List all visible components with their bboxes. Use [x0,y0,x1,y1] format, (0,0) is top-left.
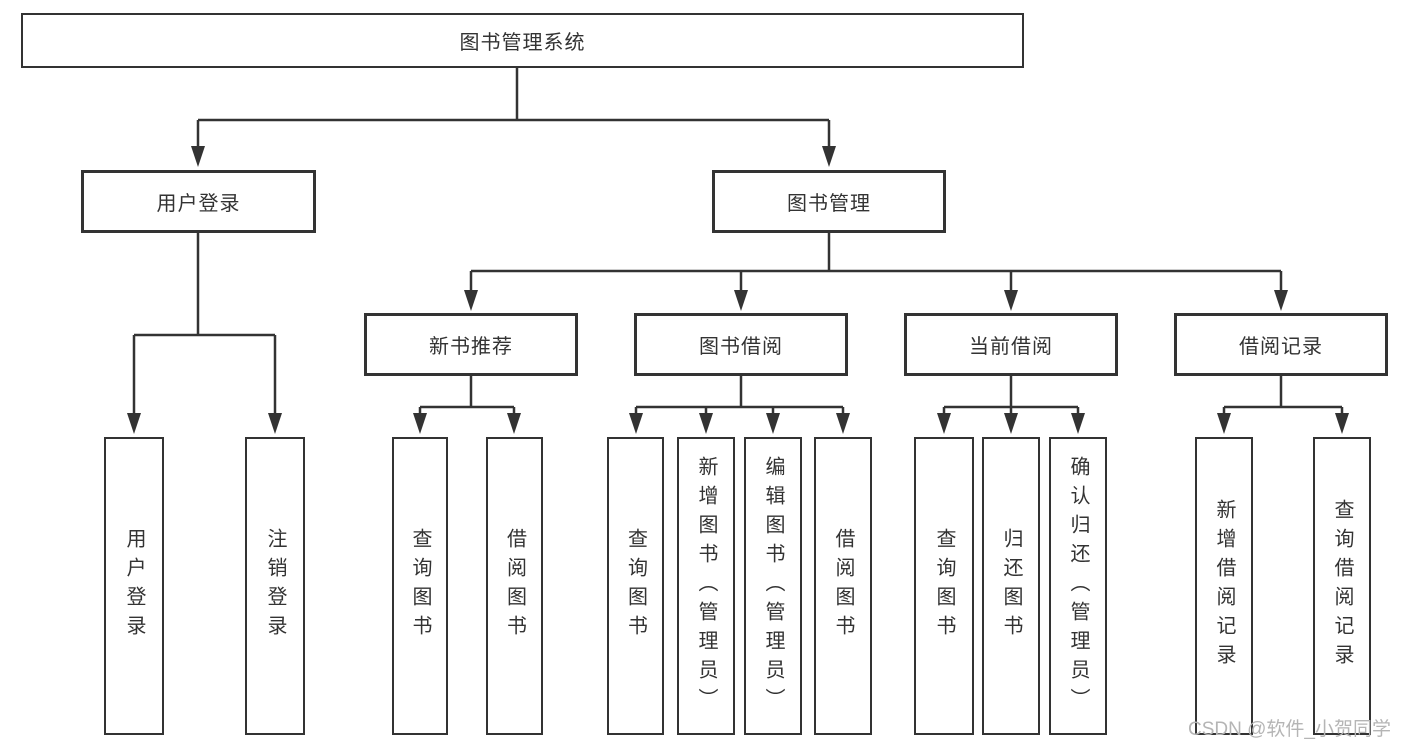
csdn-watermark: CSDN @软件_小贺同学 [1188,719,1391,740]
connector-root-to-level2 [196,68,831,152]
connector-book-borrow-children [634,376,845,420]
connector-book-mgmt-children [469,233,1283,297]
leaf-borrow-books: 借阅图书 [814,437,872,735]
leaf-edit-book-admin: 编辑图书（管理员） [744,437,802,735]
leaf-query-borrow-record: 查询借阅记录 [1313,437,1371,735]
node-new-book-recommend: 新书推荐 [364,313,578,376]
leaf-user-login: 用户登录 [104,437,164,735]
node-user-login: 用户登录 [81,170,316,233]
node-book-management: 图书管理 [712,170,946,233]
node-current-borrow: 当前借阅 [904,313,1118,376]
leaf-logout: 注销登录 [245,437,305,735]
leaf-borrow-books-recommend: 借阅图书 [486,437,543,735]
arrowheads [127,146,1349,434]
leaf-query-books-current: 查询图书 [914,437,974,735]
leaf-query-books-borrow: 查询图书 [607,437,664,735]
connector-new-book-children [418,376,516,420]
leaf-query-books-recommend: 查询图书 [392,437,448,735]
connector-user-login-children [132,233,277,420]
leaf-confirm-return-admin: 确认归还（管理员） [1049,437,1107,735]
leaf-add-borrow-record: 新增借阅记录 [1195,437,1253,735]
node-borrow-records: 借阅记录 [1174,313,1388,376]
leaf-add-book-admin: 新增图书（管理员） [677,437,735,735]
node-book-borrow: 图书借阅 [634,313,848,376]
node-root: 图书管理系统 [21,13,1024,68]
leaf-return-book: 归还图书 [982,437,1040,735]
connector-borrow-record-children [1222,376,1344,420]
